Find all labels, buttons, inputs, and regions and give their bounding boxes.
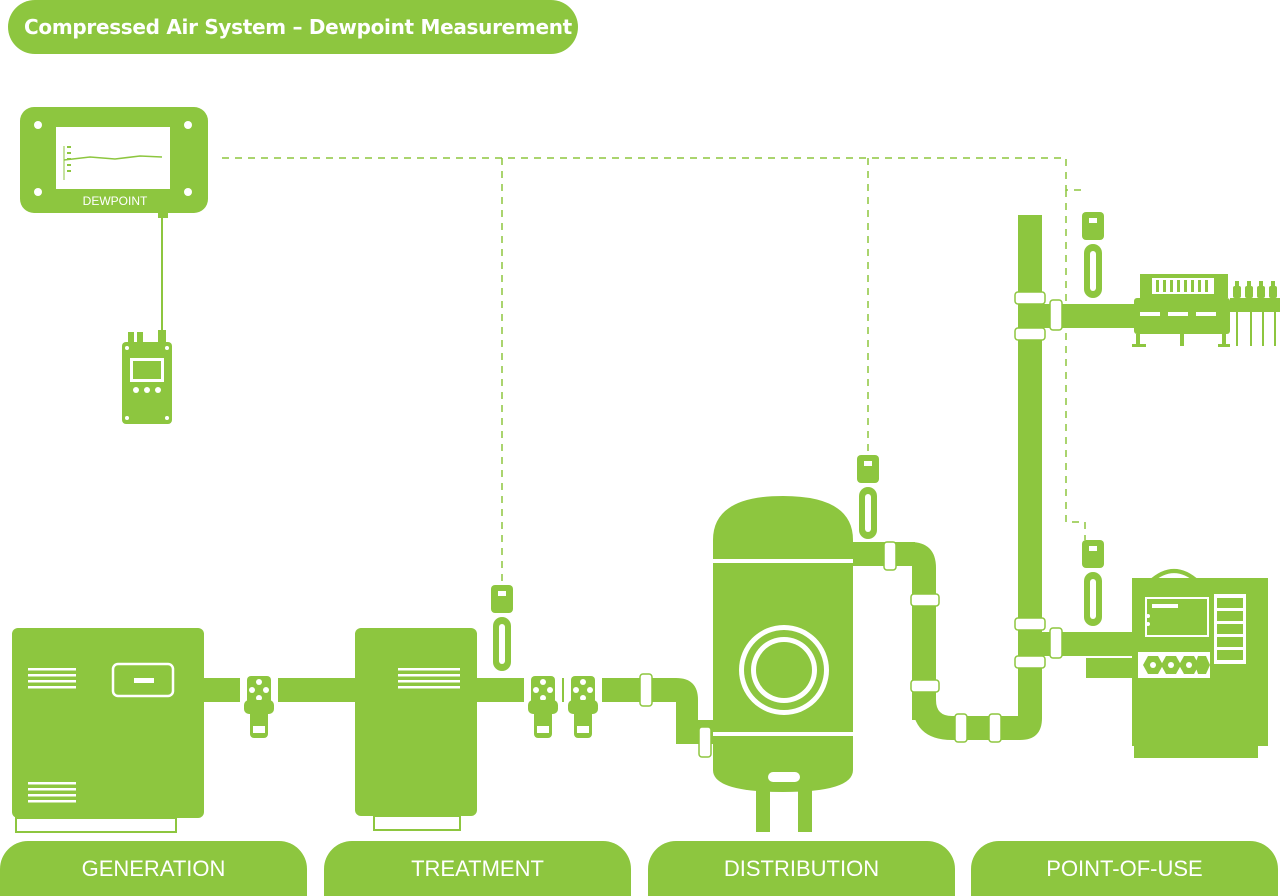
valve-3: [564, 672, 602, 738]
air-receiver-tank: [713, 496, 853, 832]
compressor: [12, 628, 204, 833]
dewpoint-sensor-distribution: [857, 455, 879, 539]
valve-2: [524, 672, 562, 738]
stage-point-of-use: POINT-OF-USE: [971, 841, 1278, 896]
dewpoint-sensor-pou-lower: [1082, 540, 1104, 626]
monitor-label: DEWPOINT: [83, 194, 148, 208]
bottling-machine: [1132, 274, 1280, 347]
stage-treatment: TREATMENT: [324, 841, 631, 896]
dewpoint-monitor: DEWPOINT: [20, 107, 208, 218]
portable-dewpoint-meter: [122, 330, 172, 424]
dewpoint-sensor-treatment: [491, 585, 513, 671]
valve-1: [240, 672, 278, 738]
dewpoint-sensor-pou-upper: [1082, 212, 1104, 298]
stage-distribution: DISTRIBUTION: [648, 841, 955, 896]
diagram-title: Compressed Air System – Dewpoint Measure…: [8, 0, 578, 54]
stage-generation: GENERATION: [0, 841, 307, 896]
signal-lines: [222, 157, 1086, 585]
dryer: [355, 628, 477, 831]
system-diagram: DEWPOINT: [12, 107, 1280, 833]
process-machine: [1086, 569, 1268, 758]
